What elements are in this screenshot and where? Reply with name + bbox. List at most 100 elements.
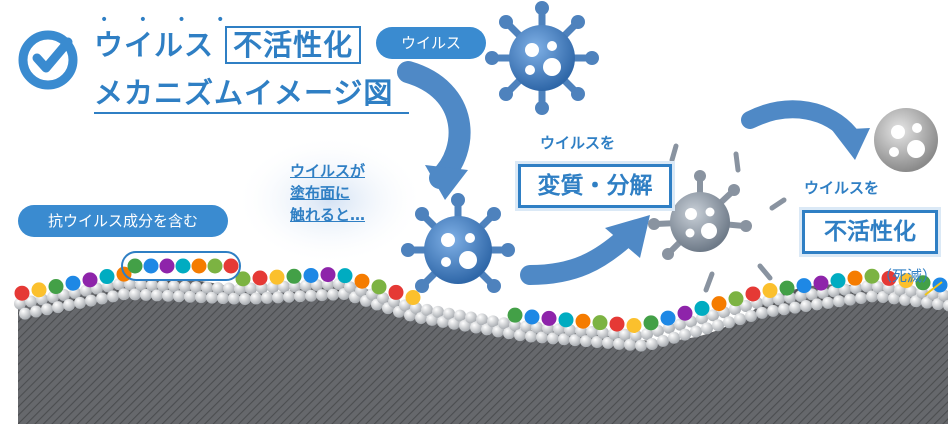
antiviral-ball bbox=[847, 270, 863, 286]
antiviral-particles bbox=[14, 258, 948, 333]
antiviral-ball bbox=[99, 269, 115, 285]
contact-line-1: ウイルスが bbox=[290, 162, 366, 180]
coating-pearl bbox=[531, 321, 543, 334]
coating-pearl bbox=[553, 323, 565, 336]
antiviral-ball-highlighted bbox=[127, 258, 143, 274]
coating-pearl bbox=[932, 298, 944, 311]
antiviral-ball-highlighted bbox=[143, 258, 159, 274]
coating-pearl bbox=[943, 299, 948, 312]
coating-pearl bbox=[701, 322, 713, 335]
antiviral-ball bbox=[371, 279, 387, 295]
coating-pearl bbox=[476, 313, 488, 326]
coating-pearl bbox=[201, 281, 213, 294]
coating-pearl bbox=[140, 288, 152, 301]
coating-pearl bbox=[80, 284, 92, 297]
coating-pearl bbox=[591, 336, 603, 348]
coating-pearl bbox=[184, 290, 196, 303]
coating-pearl bbox=[580, 335, 592, 348]
antiviral-ball bbox=[82, 272, 98, 288]
coating-pearl bbox=[558, 333, 570, 346]
antiviral-ball bbox=[609, 316, 625, 332]
arrow-right bbox=[520, 228, 635, 285]
coating-pearl bbox=[52, 301, 64, 314]
coating-pearl bbox=[844, 293, 856, 306]
antiviral-ball bbox=[388, 284, 404, 300]
coating-pearl bbox=[239, 293, 251, 305]
antiviral-ball bbox=[813, 275, 829, 291]
coating-pearl bbox=[327, 288, 339, 301]
antiviral-ball bbox=[592, 315, 608, 331]
coating-pearl bbox=[536, 331, 548, 344]
antiviral-ball bbox=[558, 312, 574, 328]
coating-pearl bbox=[217, 292, 229, 305]
antiviral-ball bbox=[541, 310, 557, 326]
denature-intro: ウイルスを bbox=[540, 134, 616, 152]
coating-pearl bbox=[679, 328, 691, 341]
coating-pearl bbox=[635, 339, 647, 352]
antiviral-ball bbox=[507, 307, 523, 323]
antiviral-ball bbox=[915, 275, 931, 291]
coating-pearl bbox=[19, 307, 31, 320]
virus-contact-icon bbox=[401, 193, 515, 293]
coating-pearl bbox=[619, 328, 631, 341]
coating-pearl bbox=[921, 296, 933, 309]
coating-pearl bbox=[294, 290, 306, 303]
coating-pearl bbox=[910, 295, 922, 308]
antiviral-ball bbox=[745, 286, 761, 302]
coating-pearl bbox=[602, 336, 614, 349]
coating-pearl bbox=[734, 313, 746, 326]
coating-pearl bbox=[41, 303, 53, 316]
antiviral-ball-highlighted bbox=[191, 258, 207, 274]
arrow-down-head bbox=[425, 165, 468, 200]
denature-box: 変質・分解 bbox=[518, 164, 672, 208]
coating-pearl bbox=[278, 280, 290, 293]
antiviral-ball bbox=[252, 270, 268, 286]
antiviral-highlight bbox=[121, 251, 241, 281]
coating-pearl bbox=[674, 318, 686, 331]
coating-pearl bbox=[190, 281, 202, 294]
coating-pearl bbox=[668, 331, 680, 344]
antiviral-ball bbox=[643, 315, 659, 331]
contact-line-2: 塗布面に bbox=[290, 184, 351, 202]
coating-pearl bbox=[723, 316, 735, 329]
coating-pearl bbox=[316, 289, 328, 302]
coating-pearl bbox=[899, 293, 911, 306]
coating-pearl bbox=[509, 319, 521, 332]
page-title-line2: メカニズムイメージ図 bbox=[94, 70, 410, 114]
coating-pearl bbox=[129, 288, 141, 301]
antiviral-ball-highlighted bbox=[207, 258, 223, 274]
antiviral-ball bbox=[337, 268, 353, 284]
degraded-virus-icon bbox=[625, 143, 787, 293]
coating-pearl bbox=[63, 298, 75, 311]
coating-pearl bbox=[124, 278, 136, 291]
coating-pearl bbox=[228, 292, 240, 305]
coating-pearl bbox=[272, 291, 284, 304]
coating-pearl bbox=[872, 281, 884, 294]
antiviral-label-pill: 抗ウイルス成分を含む bbox=[18, 205, 228, 237]
coating-pearl bbox=[300, 279, 312, 292]
antiviral-ball-highlighted bbox=[223, 258, 239, 274]
death-note: （死滅） bbox=[877, 267, 938, 285]
coating-pearl bbox=[212, 282, 224, 295]
coating-pearl bbox=[168, 280, 180, 293]
inactive-virus-icon bbox=[874, 108, 938, 172]
coating-pearl bbox=[729, 303, 741, 316]
coating-pearl bbox=[624, 338, 636, 351]
arrow-right-head bbox=[605, 215, 650, 258]
title-prefix: ウイルス bbox=[94, 28, 215, 62]
coating-pearl bbox=[135, 278, 147, 291]
contact-caption: ウイルスが 塗布面に 触れると… bbox=[290, 160, 365, 226]
antiviral-ball bbox=[626, 318, 642, 333]
antiviral-ball bbox=[660, 310, 676, 326]
coating-pearl bbox=[223, 282, 235, 295]
coating-pearl bbox=[162, 289, 174, 302]
coating-pearl bbox=[613, 337, 625, 350]
antiviral-ball bbox=[762, 283, 778, 299]
antiviral-ball bbox=[830, 273, 846, 289]
coating-pearl bbox=[107, 290, 119, 303]
coating-pearl bbox=[806, 288, 818, 301]
coating-pearl bbox=[586, 326, 598, 338]
coating-pearl bbox=[778, 303, 790, 316]
emphasis-dots: • • • • bbox=[100, 12, 238, 28]
